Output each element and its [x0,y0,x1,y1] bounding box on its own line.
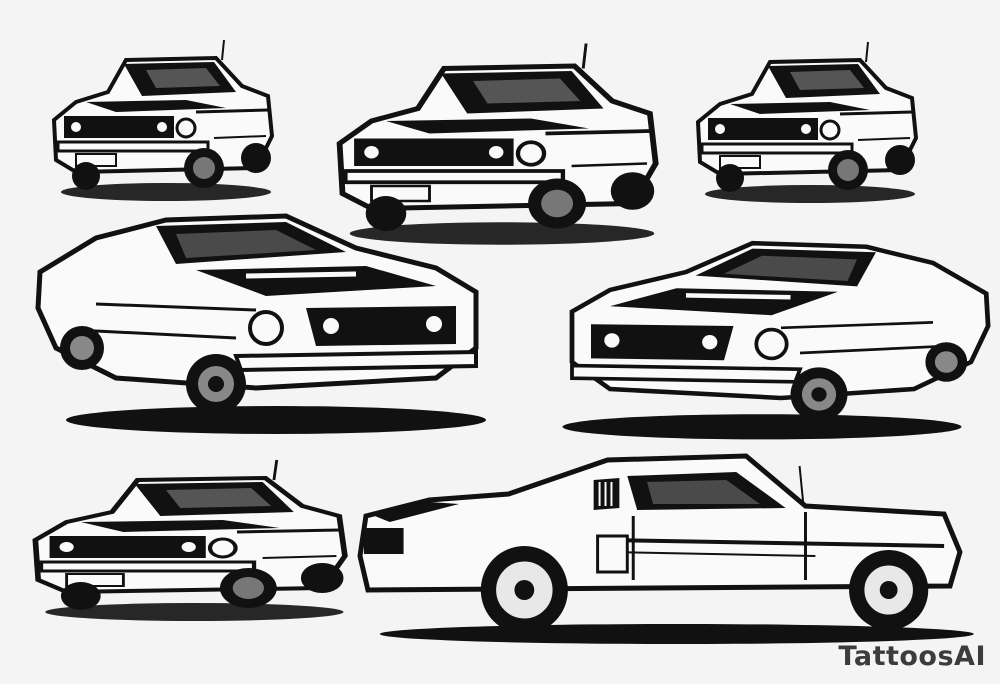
car-top-right [696,40,918,205]
car-bottom-left [35,460,345,621]
car-top-left [52,38,274,203]
car-middle-left [38,216,486,434]
watermark-text: TattoosAI [838,641,986,672]
car-middle-right [563,243,989,439]
car-top-center [340,44,656,245]
car-bottom-right [360,456,974,644]
